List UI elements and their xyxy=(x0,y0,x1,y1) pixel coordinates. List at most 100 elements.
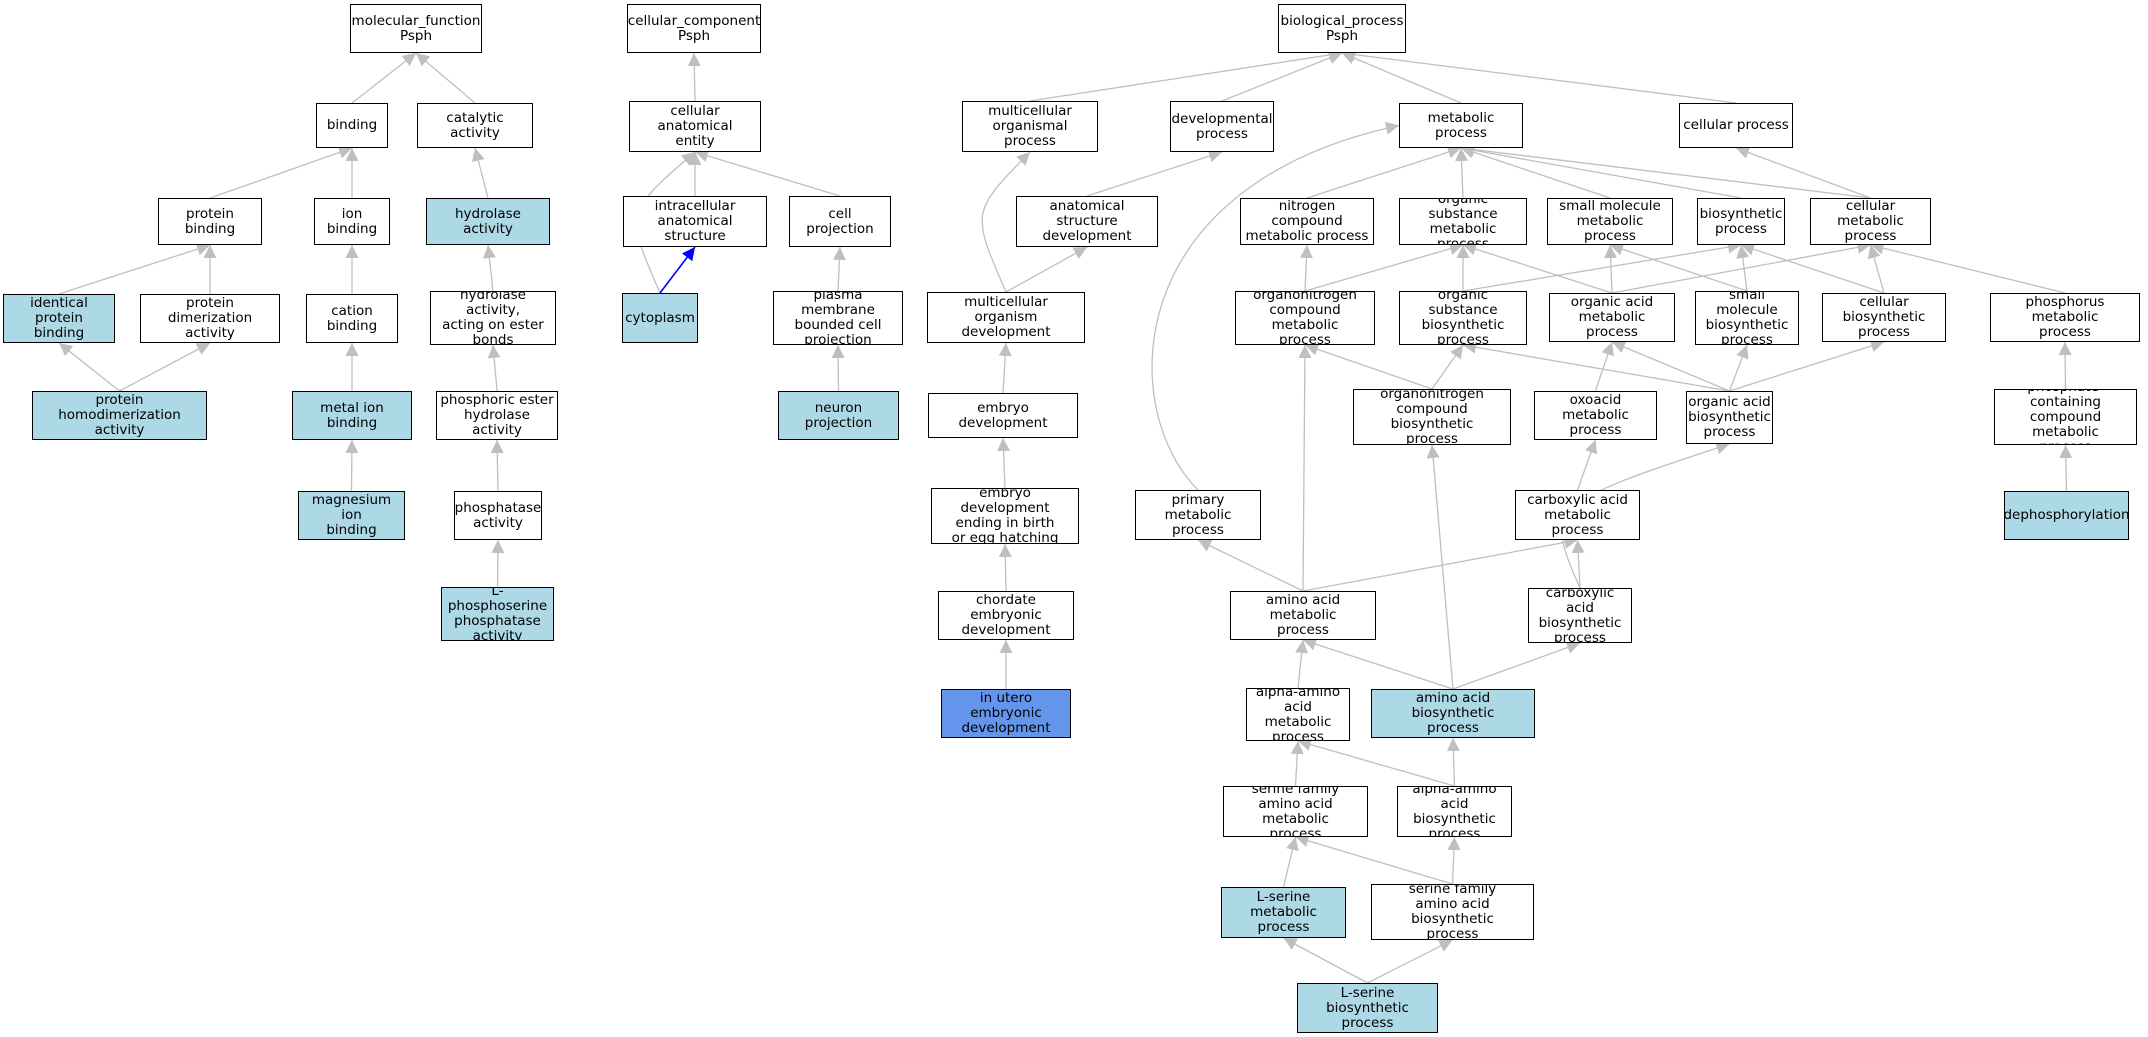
go-node-organonitrogen-met[interactable]: organonitrogen compound metabolic proces… xyxy=(1235,291,1375,345)
go-node-phosphoric-ester[interactable]: phosphoric ester hydrolase activity xyxy=(436,391,558,440)
go-node-magnesium-ion[interactable]: magnesium ion binding xyxy=(298,491,405,540)
edge-amino_acid_bio-to-amino_acid_met xyxy=(1302,637,1454,690)
go-node-alpha-amino-met[interactable]: alpha-amino acid metabolic process xyxy=(1246,688,1350,741)
edge-phosphatase-to-phosphoric_ester xyxy=(490,439,504,492)
go-node-hydrolase[interactable]: hydrolase activity xyxy=(426,198,550,245)
go-node-binding[interactable]: binding xyxy=(316,103,388,148)
go-node-multicellular-dev[interactable]: multicellular organism development xyxy=(927,292,1085,343)
go-node-cellular-metabolic[interactable]: cellular metabolic process xyxy=(1810,198,1931,245)
go-node-protein-binding[interactable]: protein binding xyxy=(158,198,262,245)
go-node-bp[interactable]: biological_process Psph xyxy=(1278,4,1406,53)
go-node-cytoplasm[interactable]: cytoplasm xyxy=(622,293,698,343)
go-node-protein-homodimer[interactable]: protein homodimerization activity xyxy=(32,391,207,440)
go-node-phosphorus-met[interactable]: phosphorus metabolic process xyxy=(1990,293,2140,342)
go-node-phosphatase[interactable]: phosphatase activity xyxy=(454,491,542,540)
go-node-label: organic acid metabolic process xyxy=(1570,294,1654,340)
go-node-multicellular-org[interactable]: multicellular organismal process xyxy=(962,101,1098,152)
go-node-label: catalytic activity xyxy=(446,109,504,141)
edge-organic_substance_met-to-metabolic xyxy=(1455,147,1469,199)
go-node-organic-substance-met[interactable]: organic substance metabolic process xyxy=(1399,198,1527,245)
go-node-amino-acid-met[interactable]: amino acid metabolic process xyxy=(1230,591,1376,640)
go-node-in-utero[interactable]: in utero embryonic development xyxy=(941,689,1071,738)
edge-organic_acid_bio-to-small_molecule_bio xyxy=(1728,344,1749,392)
go-node-metal-ion[interactable]: metal ion binding xyxy=(292,391,412,440)
go-node-primary-met[interactable]: primary metabolic process xyxy=(1135,490,1261,540)
go-node-anatomical-dev[interactable]: anatomical structure development xyxy=(1016,196,1158,247)
edge-amino_acid_met-to-primary_met xyxy=(1197,539,1304,592)
go-node-protein-dimer[interactable]: protein dimerization activity xyxy=(140,294,280,343)
go-node-label: chordate embryonic development xyxy=(961,592,1051,638)
go-node-cae[interactable]: cellular anatomical entity xyxy=(629,101,761,152)
go-node-label: biological_process Psph xyxy=(1280,12,1404,44)
go-node-label: cellular anatomical entity xyxy=(657,103,733,149)
edge-organic_acid_met-to-organic_substance_met xyxy=(1462,242,1613,294)
go-node-mf[interactable]: molecular_function Psph xyxy=(350,4,482,53)
go-node-cellular-bio[interactable]: cellular biosynthetic process xyxy=(1822,293,1946,342)
go-node-carboxylic-met[interactable]: carboxylic acid metabolic process xyxy=(1515,490,1640,540)
go-node-label: embryo development xyxy=(958,399,1048,431)
go-node-organic-acid-bio[interactable]: organic acid biosynthetic process xyxy=(1686,391,1773,444)
go-node-l-serine-bio[interactable]: L-serine biosynthetic process xyxy=(1297,983,1438,1033)
edge-l_serine_met-to-serine_family_met xyxy=(1282,836,1299,888)
edge-protein_homodimer-to-identical_protein xyxy=(58,342,120,392)
go-node-small-molecule-bio[interactable]: small molecule biosynthetic process xyxy=(1695,291,1799,345)
go-node-label: protein homodimerization activity xyxy=(58,392,181,438)
go-node-label: anatomical structure development xyxy=(1042,198,1132,244)
go-node-serine-family-met[interactable]: serine family amino acid metabolic proce… xyxy=(1223,786,1368,837)
edge-cellular_bio-to-biosynthetic xyxy=(1740,242,1885,294)
go-node-metabolic[interactable]: metabolic process xyxy=(1399,103,1523,148)
go-node-label: embryo development ending in birth or eg… xyxy=(951,488,1059,544)
go-node-label: amino acid metabolic process xyxy=(1265,592,1341,638)
go-node-phosphate-containing[interactable]: phosphate-containing compound metabolic … xyxy=(1994,389,2137,445)
edge-l_serine_bio-to-l_serine_met xyxy=(1283,937,1368,984)
go-node-nitrogen-compound[interactable]: nitrogen compound metabolic process xyxy=(1240,198,1374,245)
edge-serine_family_bio-to-serine_family_met xyxy=(1295,834,1453,885)
go-node-dephosphorylation[interactable]: dephosphorylation xyxy=(2004,491,2129,540)
edge-organonitrogen_bio-to-organonitrogen_met xyxy=(1304,343,1433,390)
go-node-l-phosphoserine[interactable]: L-phosphoserine phosphatase activity xyxy=(441,587,554,641)
go-node-l-serine-met[interactable]: L-serine metabolic process xyxy=(1221,887,1346,938)
go-node-organic-acid-met[interactable]: organic acid metabolic process xyxy=(1549,293,1675,342)
go-node-label: organonitrogen compound metabolic proces… xyxy=(1253,291,1357,345)
go-node-oxoacid-met[interactable]: oxoacid metabolic process xyxy=(1534,391,1657,440)
edge-cellular_metabolic-to-metabolic xyxy=(1460,143,1871,199)
go-node-intracellular[interactable]: intracellular anatomical structure xyxy=(623,196,767,247)
go-node-label: identical protein binding xyxy=(30,295,88,341)
edge-metabolic-to-bp xyxy=(1341,52,1462,104)
go-node-small-molecule-met[interactable]: small molecule metabolic process xyxy=(1547,198,1673,245)
go-node-label: cellular biosynthetic process xyxy=(1842,294,1926,340)
go-node-chordate-dev[interactable]: chordate embryonic development xyxy=(938,591,1074,640)
go-node-neuron-projection[interactable]: neuron projection xyxy=(778,391,899,440)
go-node-label: developmental process xyxy=(1171,110,1273,142)
go-node-label: phosphate-containing compound metabolic … xyxy=(2027,390,2103,444)
go-node-hydrolase-ester[interactable]: hydrolase activity, acting on ester bond… xyxy=(430,291,556,345)
go-node-label: cellular_component Psph xyxy=(627,12,761,44)
go-node-serine-family-bio[interactable]: serine family amino acid biosynthetic pr… xyxy=(1371,884,1534,940)
go-node-plasma-membrane[interactable]: plasma membrane bounded cell projection xyxy=(773,291,903,345)
go-node-biosynthetic[interactable]: biosynthetic process xyxy=(1697,198,1785,245)
edge-magnesium_ion-to-metal_ion xyxy=(345,439,359,492)
go-node-label: alpha-amino acid metabolic process xyxy=(1255,688,1341,741)
edge-small_molecule_met-to-metabolic xyxy=(1460,145,1611,199)
go-node-organonitrogen-bio[interactable]: organonitrogen compound biosynthetic pro… xyxy=(1353,389,1511,445)
go-node-cation-binding[interactable]: cation binding xyxy=(306,294,398,343)
go-node-ion-binding[interactable]: ion binding xyxy=(314,198,390,245)
go-node-label: organic substance metabolic process xyxy=(1428,198,1498,245)
go-node-label: molecular_function Psph xyxy=(351,12,481,44)
go-node-catalytic[interactable]: catalytic activity xyxy=(417,103,533,148)
go-node-embryo-dev[interactable]: embryo development xyxy=(928,393,1078,438)
go-node-developmental[interactable]: developmental process xyxy=(1170,101,1274,152)
go-node-cell-projection[interactable]: cell projection xyxy=(789,196,891,247)
go-node-identical-protein[interactable]: identical protein binding xyxy=(3,294,115,343)
go-node-carboxylic-bio[interactable]: carboxylic acid biosynthetic process xyxy=(1528,588,1632,643)
go-node-alpha-amino-bio[interactable]: alpha-amino acid biosynthetic process xyxy=(1397,786,1512,837)
go-node-label: plasma membrane bounded cell projection xyxy=(794,291,882,345)
go-node-embryo-birth[interactable]: embryo development ending in birth or eg… xyxy=(931,488,1079,544)
edge-cytoplasm-to-intracellular xyxy=(659,246,696,294)
go-node-cellular-process[interactable]: cellular process xyxy=(1679,103,1793,148)
edge-alpha_amino_bio-to-alpha_amino_met xyxy=(1297,738,1455,787)
go-node-organic-substance-bio[interactable]: organic substance biosynthetic process xyxy=(1399,291,1527,345)
go-node-amino-acid-bio[interactable]: amino acid biosynthetic process xyxy=(1371,689,1535,738)
go-node-cc[interactable]: cellular_component Psph xyxy=(627,4,761,53)
